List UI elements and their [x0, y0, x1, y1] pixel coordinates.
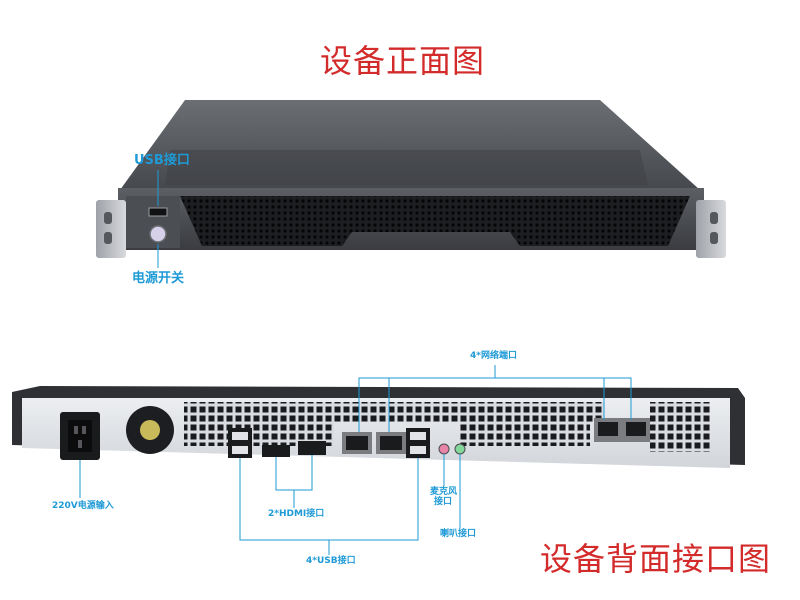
power-pin [82, 426, 86, 434]
top-panel-recess [165, 150, 648, 185]
power-pin [74, 426, 78, 434]
left-rack-ear [96, 200, 126, 258]
front-usb-label: USB接口 [134, 153, 190, 168]
front-usb-port [148, 207, 168, 217]
mic-jack [438, 443, 450, 455]
mic-port-label-line1: 麦克风 [430, 487, 458, 497]
hdmi-callout-bracket [275, 455, 313, 491]
usb-port [232, 432, 248, 440]
front-grille [180, 196, 690, 246]
front-chassis [96, 100, 726, 258]
power-pin [78, 440, 82, 448]
hdmi-port-1 [262, 445, 290, 457]
usb-port [410, 432, 426, 440]
rear-usb-ports-label: 4*USB接口 [306, 556, 356, 566]
usb-port [410, 446, 426, 454]
power-switch-label: 电源开关 [132, 271, 185, 286]
back-callout-lines [79, 365, 632, 555]
hdmi-port-2 [298, 441, 326, 455]
rear-chassis [12, 386, 745, 468]
network-ports-label: 4*网络端口 [470, 351, 517, 361]
rack-ear-slot [104, 232, 112, 244]
fan-hub [140, 420, 160, 440]
front-view-title: 设备正面图 [320, 42, 486, 80]
lan-port-socket [626, 422, 646, 436]
power-button [149, 225, 167, 243]
rack-ear-slot [710, 212, 718, 224]
usb-port [232, 446, 248, 454]
hdmi-ports-label: 2*HDMI接口 [268, 509, 325, 519]
right-rack-ear [696, 200, 726, 258]
lan-port-socket [346, 436, 368, 450]
speaker-jack [454, 443, 466, 455]
rear-vent-grid [650, 402, 710, 452]
usb-callout-bracket [239, 458, 419, 541]
mic-port-label-line2: 接口 [434, 496, 453, 507]
mic-port-label: 麦克风 接口 [430, 487, 458, 508]
lan-port-socket [380, 436, 402, 450]
rack-ear-slot [104, 212, 112, 224]
power-input-label: 220V电源输入 [52, 501, 114, 511]
back-view-title: 设备背面接口图 [540, 540, 772, 578]
lan-port-socket [598, 422, 618, 436]
rear-vent-grid [184, 402, 604, 422]
speaker-port-label: 喇叭接口 [440, 529, 477, 539]
rack-ear-slot [710, 232, 718, 244]
